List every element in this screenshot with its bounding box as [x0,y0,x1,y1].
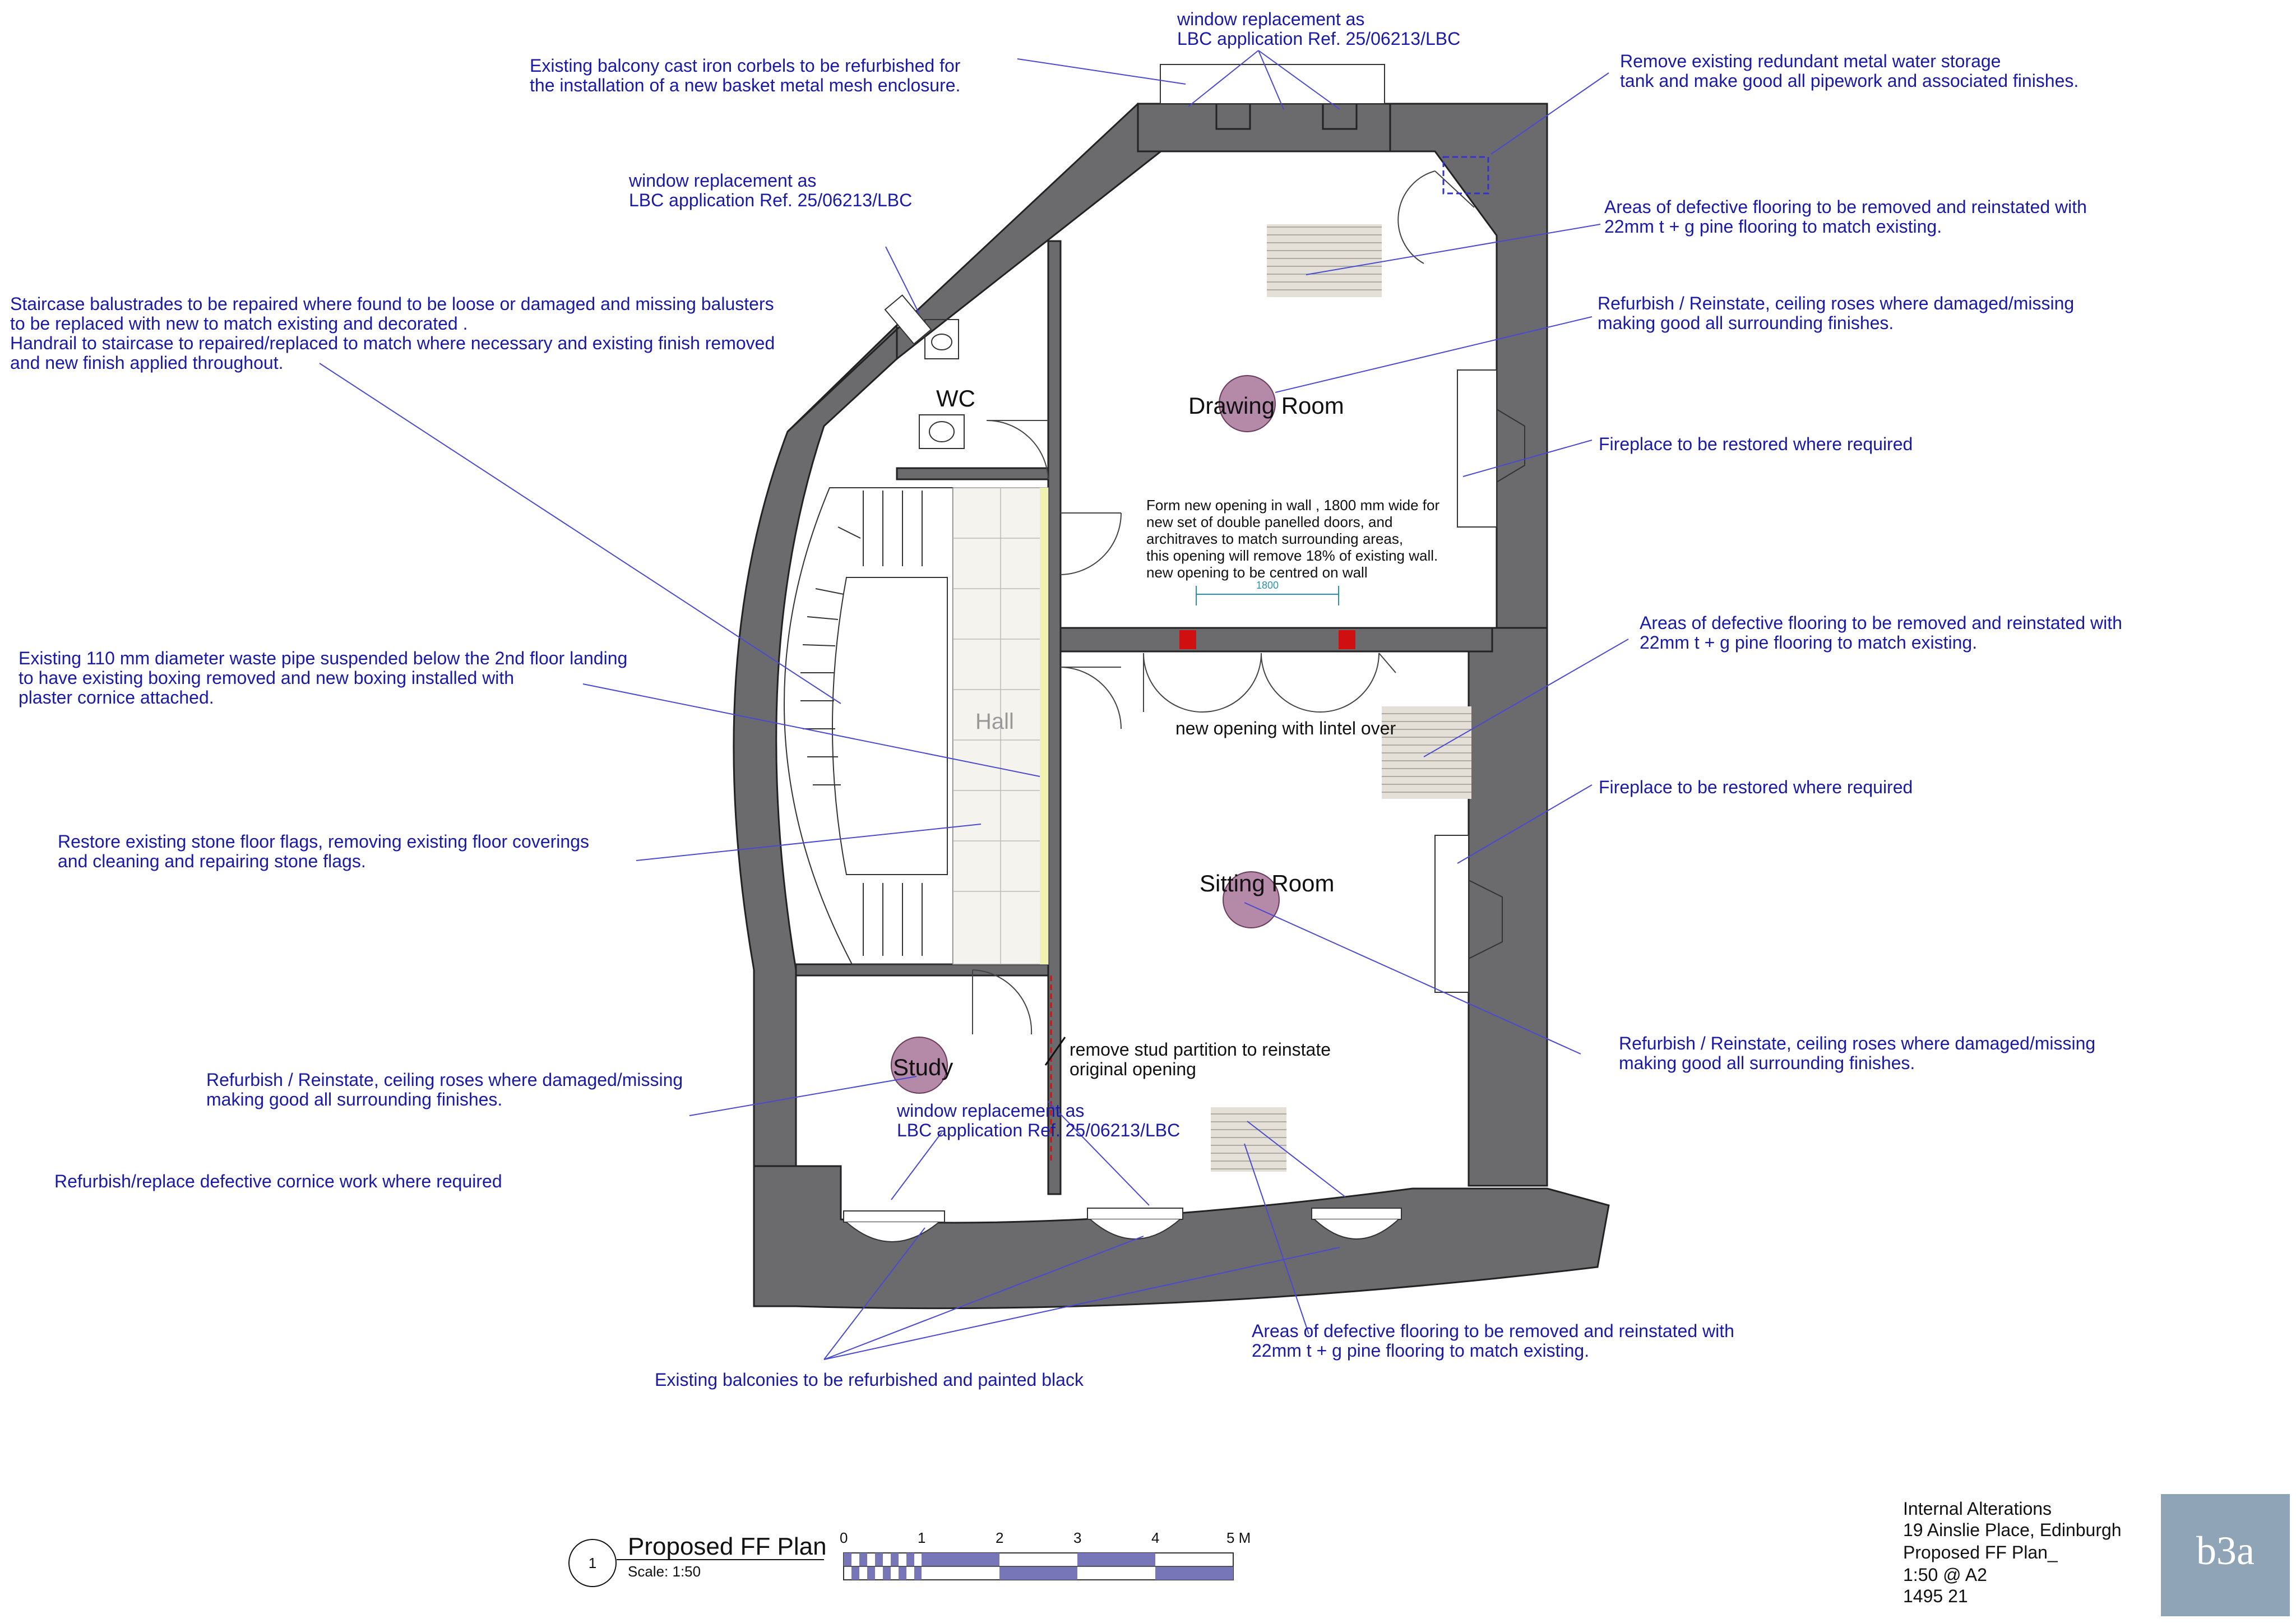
note-flooring-sr-1: Areas of defective flooring to be remove… [1640,613,2122,633]
note-lintel: new opening with lintel over [1175,718,1396,738]
note-pipe-3: plaster cornice attached. [18,687,214,708]
note-flooring-sr-2: 22mm t + g pine flooring to match existi… [1640,632,1977,653]
note-stud-2: original opening [1070,1059,1196,1079]
note-window-top-2: LBC application Ref. 25/06213/LBC [1177,29,1460,49]
note-stair-1: Staircase balustrades to be repaired whe… [10,294,774,314]
room-label-wc: WC [936,385,975,411]
note-opening-2: new set of double panelled doors, and [1146,514,1392,530]
drawing-sitting-wall [1059,627,1493,653]
note-opening-4: this opening will remove 18% of existing… [1146,547,1438,564]
scale-tick-0: 0 [840,1529,848,1546]
drawing-title: 1 Proposed FF Plan Scale: 1:50 [568,1533,827,1587]
note-fireplace-dr: Fireplace to be restored where required [1599,434,1913,454]
note-window-bot-1: window replacement as [896,1101,1084,1121]
project-line-4: 1:50 @ A2 [1903,1565,1987,1585]
note-opening-3: architraves to match surrounding areas, [1146,530,1403,547]
note-stair-4: and new finish applied throughout. [10,353,283,373]
note-balconies: Existing balconies to be refurbished and… [655,1370,1084,1390]
note-stair-2: to be replaced with new to match existin… [10,313,467,334]
note-stud-1: remove stud partition to reinstate [1070,1039,1331,1060]
project-line-5: 1495 21 [1903,1586,1968,1606]
east-wall [1468,627,1548,1187]
door-swings [972,170,1475,1035]
note-opening-1: Form new opening in wall , 1800 mm wide … [1146,497,1439,514]
project-title-block: Internal Alterations 19 Ainslie Place, E… [1903,1494,2290,1616]
scale-tick-2: 2 [996,1529,1003,1546]
note-roses-dr-2: making good all surrounding finishes. [1598,313,1894,333]
wc-fixtures [919,319,965,449]
company-logo-text: b3a [2196,1528,2255,1573]
note-cornice: Refurbish/replace defective cornice work… [54,1171,502,1191]
drawing-number-circle [568,1539,617,1587]
room-label-sitting-room: Sitting Room [1200,870,1334,896]
flooring-patches [1211,224,1471,1172]
ceiling-roses [891,375,1280,1094]
drawing-number: 1 [589,1555,596,1571]
note-roses-st-2: making good all surrounding finishes. [206,1089,502,1109]
new-opening-marker-right [1339,630,1355,649]
room-label-drawing-room: Drawing Room [1188,392,1344,419]
note-roses-sr-1: Refurbish / Reinstate, ceiling roses whe… [1619,1033,2095,1053]
note-opening-5: new opening to be centred on wall [1146,564,1368,581]
scale-bar: 0 1 2 3 4 5 M [840,1529,1251,1580]
room-label-study: Study [893,1054,953,1080]
company-logo [2161,1494,2290,1616]
room-labels: WC Drawing Room Hall Sitting Room Study [893,385,1344,1080]
north-west-wall [786,102,1173,433]
note-pipe-1: Existing 110 mm diameter waste pipe susp… [18,648,627,668]
water-tank [1442,156,1489,195]
note-window-wc-1: window replacement as [628,170,816,191]
scale-tick-4: 4 [1151,1529,1159,1546]
note-flooring-dr-2: 22mm t + g pine flooring to match existi… [1604,216,1942,237]
note-window-bot-2: LBC application Ref. 25/06213/LBC [897,1120,1180,1140]
note-roses-st-1: Refurbish / Reinstate, ceiling roses whe… [206,1070,683,1090]
note-flooring-bot-1: Areas of defective flooring to be remove… [1252,1321,1734,1341]
dimension-1800: 1800 [1196,580,1339,605]
dimension-label: 1800 [1256,580,1279,591]
drawing-title-text: Proposed FF Plan [628,1533,827,1560]
note-tank-2: tank and make good all pipework and asso… [1620,71,2079,91]
fireplaces [1434,369,1525,993]
project-line-2: 19 Ainslie Place, Edinburgh [1903,1520,2122,1540]
scale-tick-5: 5 M [1226,1529,1251,1546]
hall-floor-flags [952,487,1049,965]
south-wall [753,1165,1610,1310]
note-fireplace-sr: Fireplace to be restored where required [1599,777,1913,797]
project-line-3: Proposed FF Plan_ [1903,1542,2058,1562]
leader-lines [319,50,1629,1360]
note-pipe-2: to have existing boxing removed and new … [18,668,514,688]
new-opening-marker-left [1179,630,1196,649]
note-window-top-1: window replacement as [1177,9,1364,29]
walls [733,102,1610,1310]
staircase [784,487,953,965]
note-corbels-1: Existing balcony cast iron corbels to be… [530,56,961,76]
note-corbels-2: the installation of a new basket metal m… [530,75,960,95]
note-window-wc-2: LBC application Ref. 25/06213/LBC [629,190,912,210]
scale-tick-1: 1 [918,1529,925,1546]
note-roses-dr-1: Refurbish / Reinstate, ceiling roses whe… [1598,293,2074,313]
project-line-1: Internal Alterations [1903,1499,2052,1519]
note-roses-sr-2: making good all surrounding finishes. [1619,1053,1915,1073]
drawing-scale-text: Scale: 1:50 [628,1563,701,1580]
note-stair-3: Handrail to staircase to repaired/replac… [10,333,775,353]
note-flooring-dr-1: Areas of defective flooring to be remove… [1604,197,2087,217]
west-curved-wall [733,323,898,1307]
note-flags-2: and cleaning and repairing stone flags. [58,851,366,871]
note-flags-1: Restore existing stone floor flags, remo… [58,831,589,852]
room-label-hall: Hall [975,709,1014,734]
note-tank-1: Remove existing redundant metal water st… [1620,51,2001,71]
windows-and-balconies [843,64,1402,1242]
note-flooring-bot-2: 22mm t + g pine flooring to match existi… [1252,1340,1589,1361]
annotations: window replacement as LBC application Re… [10,9,2122,1390]
scale-tick-3: 3 [1073,1529,1081,1546]
